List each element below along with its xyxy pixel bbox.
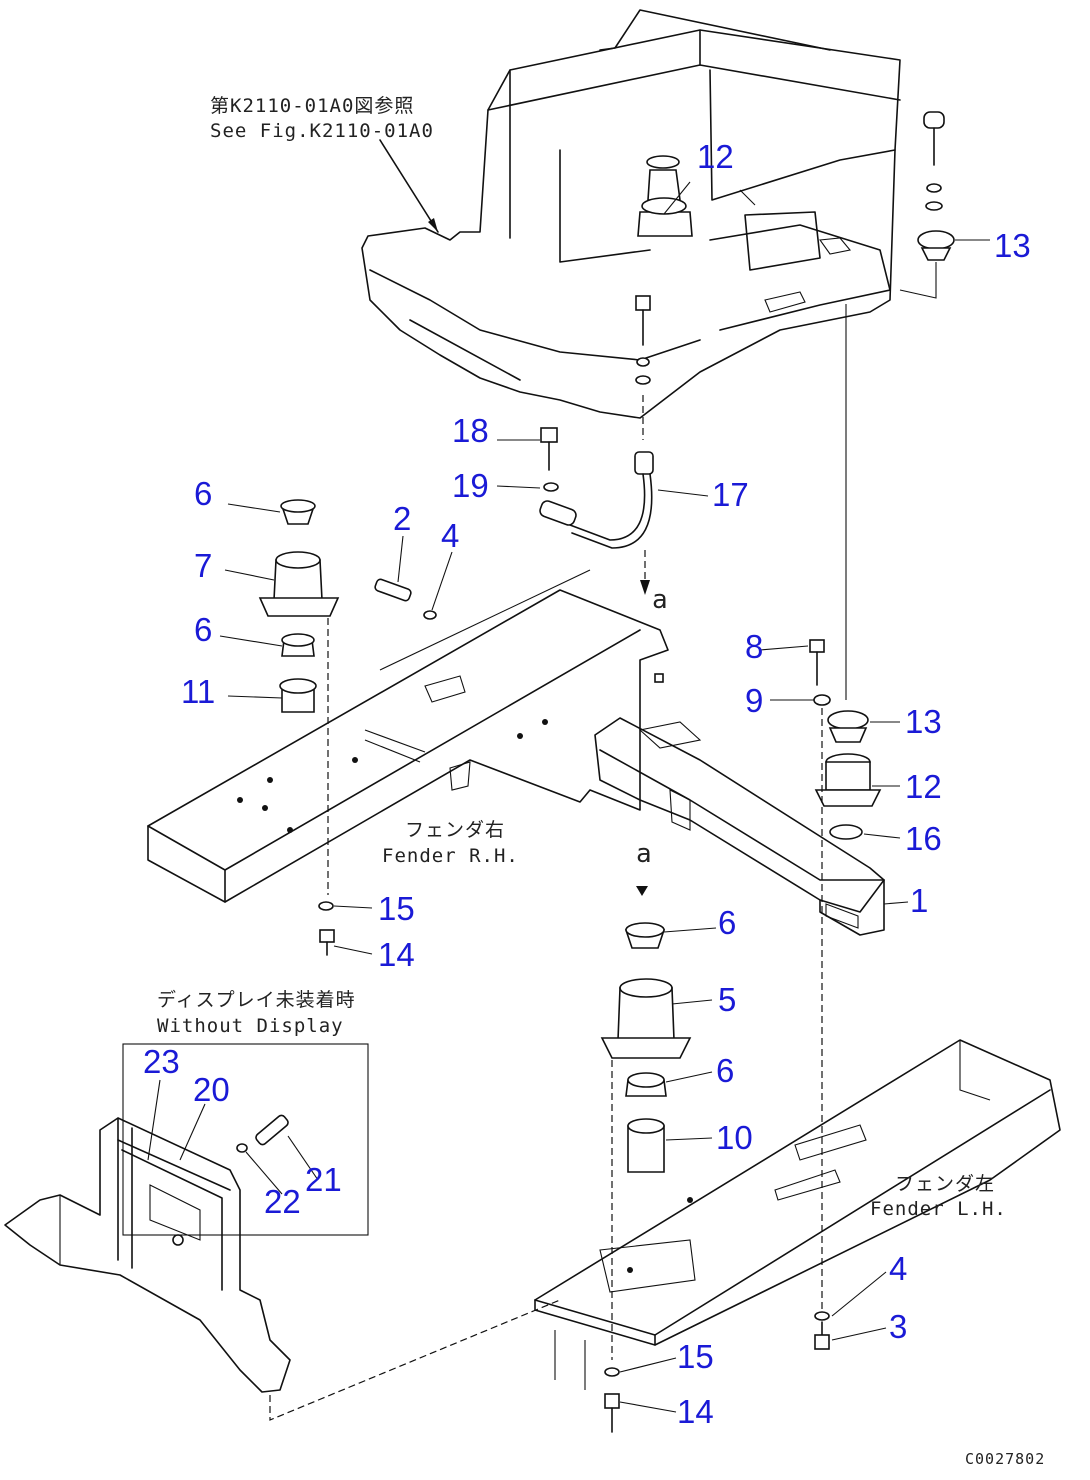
callout-9: 9 <box>745 682 763 719</box>
reference-leader <box>379 139 439 233</box>
center-mount-stack <box>600 886 692 1433</box>
callout-numbers: 12 13 18 19 17 6 7 2 4 6 11 8 9 13 12 16… <box>143 138 1031 1430</box>
callout-10: 10 <box>716 1119 753 1156</box>
fender-rh-label-jp: フェンダ右 <box>405 819 505 841</box>
without-display-box <box>122 1043 369 1236</box>
callout-20: 20 <box>193 1071 230 1108</box>
return-line <box>269 1299 561 1421</box>
callout-15-left: 15 <box>378 890 415 927</box>
callout-8: 8 <box>745 628 763 665</box>
callout-6-left-mid: 6 <box>194 611 212 648</box>
callout-3: 3 <box>889 1308 907 1345</box>
reference-arrowhead <box>428 218 438 232</box>
callout-2: 2 <box>393 500 411 537</box>
reference-note-en: See Fig.K2110-01A0 <box>210 120 434 142</box>
ground-cable-17 <box>539 451 654 595</box>
fender-lh-label-en: Fender L.H. <box>870 1198 1007 1220</box>
without-display-label-en: Without Display <box>157 1015 344 1037</box>
callout-12-right: 12 <box>905 768 942 805</box>
without-display-label-jp: ディスプレイ未装着時 <box>157 989 356 1011</box>
leader-lines <box>147 181 990 1413</box>
cab-bolt-stack-13 <box>899 111 955 299</box>
bolt-21-washer-22 <box>236 1114 289 1153</box>
callout-15-bottom: 15 <box>677 1338 714 1375</box>
drawing-number: C0027802 <box>965 1450 1045 1468</box>
view-marker-a-bottom: a <box>636 839 653 869</box>
fender-rh-label-en: Fender R.H. <box>382 845 519 867</box>
display-bracket-assembly <box>4 1117 291 1393</box>
fender-lh-outline <box>534 1039 1061 1390</box>
callout-13-right: 13 <box>905 703 942 740</box>
fender-rh-outline <box>147 569 669 903</box>
callout-1: 1 <box>910 882 928 919</box>
callout-16: 16 <box>905 820 942 857</box>
bolt-3-washer-4 <box>814 1311 830 1350</box>
callout-19: 19 <box>452 467 489 504</box>
bolt-2-washer-4 <box>374 578 437 620</box>
cab-center-bolt <box>635 295 651 440</box>
callout-6-center-top: 6 <box>718 904 736 941</box>
cab-floor-assembly <box>361 9 901 419</box>
callout-23: 23 <box>143 1043 180 1080</box>
cab-mount-12 <box>637 155 693 237</box>
bolt-18-washer-19 <box>540 427 559 492</box>
callout-13-top: 13 <box>994 227 1031 264</box>
callout-4-bottom: 4 <box>889 1250 907 1287</box>
callout-7: 7 <box>194 547 212 584</box>
callout-12-top: 12 <box>697 138 734 175</box>
callout-18: 18 <box>452 412 489 449</box>
callout-6-center-mid: 6 <box>716 1052 734 1089</box>
callout-5: 5 <box>718 981 736 1018</box>
callout-6-left-top: 6 <box>194 475 212 512</box>
callout-17: 17 <box>712 476 749 513</box>
cross-frame-1 <box>594 717 885 936</box>
reference-note-jp: 第K2110-01A0図参照 <box>210 95 414 117</box>
right-mount-stack <box>809 304 882 1310</box>
callout-4-top: 4 <box>441 517 459 554</box>
view-marker-a-top: a <box>652 585 669 615</box>
callout-14-left: 14 <box>378 936 415 973</box>
callout-21: 21 <box>305 1161 342 1198</box>
callout-14-bottom: 14 <box>677 1393 714 1430</box>
callout-22: 22 <box>264 1183 301 1220</box>
callout-11: 11 <box>181 673 215 710</box>
left-mount-stack <box>258 499 340 956</box>
fender-lh-label-jp: フェンダ左 <box>895 1173 995 1195</box>
